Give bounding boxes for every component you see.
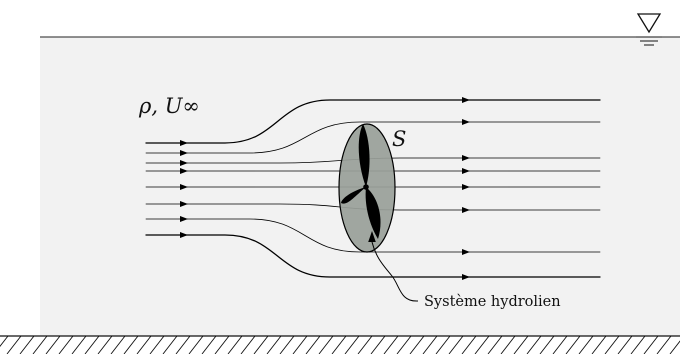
- seabed-hatch-line: [552, 336, 568, 354]
- seabed-hatch-line: [565, 336, 581, 354]
- seabed-hatch-line: [136, 336, 152, 354]
- seabed-hatch-line: [370, 336, 386, 354]
- seabed-hatch-line: [435, 336, 451, 354]
- seabed-hatch-line: [6, 336, 22, 354]
- streamline-outlet-arrow: [462, 207, 470, 213]
- seabed-hatch-line: [630, 336, 646, 354]
- streamline-outlet-arrow: [462, 155, 470, 161]
- streamline-outlet-arrow: [462, 184, 470, 190]
- device-leader-arrowhead: [368, 231, 376, 242]
- streamline-outlet-arrow: [462, 119, 470, 125]
- seabed-hatch-line: [227, 336, 243, 354]
- rotor-blade-2: [341, 187, 366, 204]
- seabed-hatch-line: [643, 336, 659, 354]
- seabed-hatch-line: [97, 336, 113, 354]
- seabed-hatch-line: [474, 336, 490, 354]
- streamline-outlet-arrow: [462, 168, 470, 174]
- seabed-hatch-line: [591, 336, 607, 354]
- streamline-inlet-arrow: [180, 184, 188, 190]
- streamline-inlet-arrow: [180, 201, 188, 207]
- seabed-hatching: [0, 336, 680, 354]
- device-caption: Système hydrolien: [424, 294, 561, 310]
- seabed-hatch-line: [188, 336, 204, 354]
- streamline-inlet-arrow: [180, 168, 188, 174]
- streamline-inlet-arrow: [180, 232, 188, 238]
- rotor-blade-3: [365, 187, 381, 239]
- seabed-hatch-line: [292, 336, 308, 354]
- turbine-rotor-icon: [341, 124, 381, 239]
- seabed-hatch-line: [0, 336, 9, 348]
- seabed-hatch-line: [669, 340, 680, 354]
- seabed-hatch-line: [409, 336, 425, 354]
- seabed-hatch-line: [266, 336, 282, 354]
- streamline-outlet-arrow: [462, 97, 470, 103]
- water-level-icon: [636, 13, 662, 46]
- seabed-hatch-line: [149, 336, 165, 354]
- streamline: [145, 234, 601, 278]
- seabed-hatch-line: [240, 336, 256, 354]
- seabed-hatch-line: [331, 336, 347, 354]
- seabed-hatch-line: [461, 336, 477, 354]
- streamline-inlet-arrow: [180, 140, 188, 146]
- seabed-hatch-line: [396, 336, 412, 354]
- streamline-inlet-arrow: [180, 216, 188, 222]
- streamline: [145, 121, 601, 154]
- seabed-hatch-line: [383, 336, 399, 354]
- streamline-inlet-arrow: [180, 160, 188, 166]
- device-leader-arrow: [371, 241, 419, 302]
- streamline-outlet-arrow: [462, 274, 470, 280]
- seabed-hatch-line: [305, 336, 321, 354]
- rotor-hub: [363, 184, 369, 190]
- rotor-blade-1: [358, 124, 370, 187]
- seabed-hatch-line: [279, 336, 295, 354]
- seabed-hatch-line: [253, 336, 269, 354]
- seabed-hatch-line: [162, 336, 178, 354]
- seabed-hatch-line: [526, 336, 542, 354]
- seabed-hatch-line: [344, 336, 360, 354]
- seabed-hatch-line: [422, 336, 438, 354]
- seabed-hatch-line: [214, 336, 230, 354]
- seabed-hatch-line: [175, 336, 191, 354]
- seabed-hatch-line: [513, 336, 529, 354]
- seabed-hatch-line: [318, 336, 334, 354]
- streamline-outlet-arrow: [462, 249, 470, 255]
- seabed-hatch-line: [201, 336, 217, 354]
- streamline-inlet-arrow: [180, 150, 188, 156]
- seabed-hatch-line: [123, 336, 139, 354]
- disk-area-label: S: [392, 127, 406, 151]
- seabed-hatch-line: [487, 336, 503, 354]
- seabed-hatch-line: [578, 336, 594, 354]
- seabed-hatch-line: [84, 336, 100, 354]
- seabed-hatch-line: [448, 336, 464, 354]
- seabed-hatch-line: [604, 336, 620, 354]
- seabed-hatch-line: [19, 336, 35, 354]
- seabed-hatch-line: [357, 336, 373, 354]
- seabed-hatch-line: [110, 336, 126, 354]
- seabed-hatch-line: [71, 336, 87, 354]
- streamline: [145, 218, 601, 253]
- seabed-hatch-line: [58, 336, 74, 354]
- seabed-hatch-line: [539, 336, 555, 354]
- seabed-hatch-line: [32, 336, 48, 354]
- seabed-hatch-line: [45, 336, 61, 354]
- flow-conditions-label: ρ, U∞: [138, 94, 200, 118]
- seabed-hatch-line: [617, 336, 633, 354]
- streamline: [145, 99, 601, 144]
- seabed-hatch-line: [500, 336, 516, 354]
- seabed-hatch-line: [656, 336, 672, 354]
